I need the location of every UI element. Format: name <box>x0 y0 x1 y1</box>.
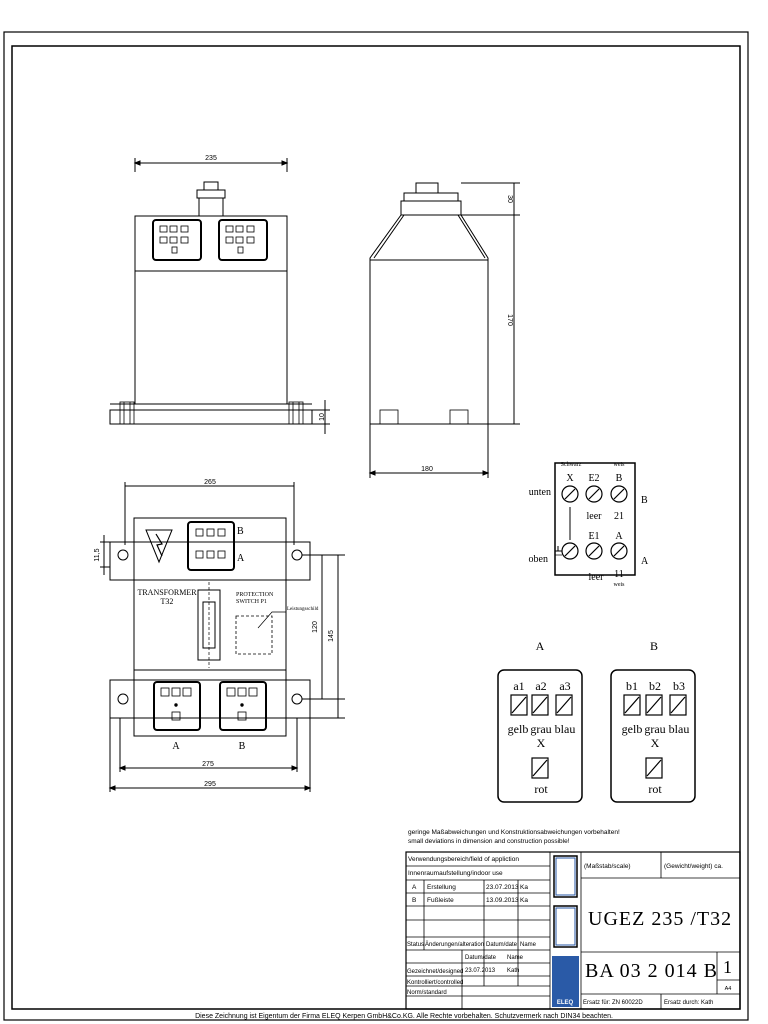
terminal-a-gelb: gelb <box>508 722 529 736</box>
dim-265: 265 <box>204 479 216 486</box>
tb-designed-name: Kath <box>507 968 519 974</box>
schematic-e1: E1 <box>588 531 599 542</box>
terminal-b-x: X <box>651 736 660 750</box>
protection-model: SWITCH P1 <box>236 599 267 605</box>
terminal-b3: b3 <box>673 679 685 693</box>
tb-rev-a-name: Ka <box>520 884 528 891</box>
schematic-weis-top: weis <box>614 462 626 468</box>
terminal-b1: b1 <box>626 679 638 693</box>
tb-sheet-number: 1 <box>723 957 733 977</box>
tb-col-name: Name <box>520 942 537 948</box>
title-block <box>405 851 741 1010</box>
schematic-leer-2: leer <box>589 572 605 583</box>
schematic-x: X <box>566 473 574 484</box>
terminal-b-heading: B <box>650 639 658 653</box>
tb-rev-b: B <box>412 897 416 904</box>
tb-field-header: Verwendungsbereich/field of appliction <box>408 856 519 863</box>
top-label-a: A <box>237 553 245 564</box>
tb-col-changes: Änderungen/alteration <box>425 941 484 948</box>
schematic-21: 21 <box>614 511 624 522</box>
schematic-a-top: A <box>615 531 623 542</box>
terminal-a3: a3 <box>559 679 570 693</box>
tb-rev-b-date: 13.09.2013 <box>486 897 519 904</box>
dim-11-5: 11,5 <box>94 548 101 561</box>
tb-controlled-label: Kontrolliert/controlled <box>407 980 463 986</box>
schematic-11: 11 <box>614 569 624 580</box>
transformer-label: TRANSFORMER <box>137 588 197 597</box>
tb-format: A4 <box>725 986 732 992</box>
side-view <box>368 182 520 478</box>
tb-designed-date: 23.07.2013 <box>465 968 496 974</box>
terminal-b2: b2 <box>649 679 661 693</box>
tb-standard-label: Norm/standard <box>407 990 447 996</box>
tb-weight-label: (Gewicht/weight) ca. <box>664 863 723 870</box>
eleq-logo: ELEQ <box>557 1000 574 1006</box>
top-view <box>100 482 345 792</box>
terminal-b-rot: rot <box>648 782 662 796</box>
terminal-a-rot: rot <box>534 782 548 796</box>
tb-col-status: Status <box>407 942 424 948</box>
schematic-right-b: B <box>641 495 648 506</box>
tb-replaces: Ersatz für: ZN 60022D <box>583 1000 643 1006</box>
schematic-schwarz: Schwarz <box>561 462 582 468</box>
leistungsschild-label: Leistungsschild <box>287 607 319 612</box>
protection-label: PROTECTION <box>236 592 274 598</box>
top-label-bottom-b: B <box>239 741 246 752</box>
tb-drawing-number: BA 03 2 014 B <box>585 960 718 982</box>
dim-235: 235 <box>205 155 217 162</box>
tb-scale-label: (Maßstab/scale) <box>584 863 631 870</box>
schematic-weis-bottom: weis <box>614 582 626 588</box>
note-line-1: geringe Maßabweichungen und Konstruktion… <box>408 829 620 836</box>
tb-rev-b-desc: Fußleiste <box>427 897 454 904</box>
terminal-box-a <box>497 669 583 803</box>
dim-180: 180 <box>421 466 433 473</box>
tb-col-name2: Name <box>507 955 524 961</box>
footer-ownership-notice: Diese Zeichnung ist Eigentum der Firma E… <box>195 1013 613 1020</box>
dim-120: 120 <box>312 621 319 633</box>
dim-145: 145 <box>328 630 335 642</box>
terminal-b-grau: grau <box>644 722 665 736</box>
inner-frame <box>11 45 741 1010</box>
tb-rev-b-name: Ka <box>520 897 528 904</box>
tb-designed-label: Gezeichnet/designed <box>407 969 463 975</box>
top-label-b: B <box>237 526 244 537</box>
tb-title: UGEZ 235 /T32 <box>588 908 732 930</box>
tb-replaced-by: Ersatz durch: Kath <box>664 1000 713 1006</box>
terminal-box-b <box>610 669 696 803</box>
terminal-b-gelb: gelb <box>622 722 643 736</box>
terminal-a-x: X <box>537 736 546 750</box>
dim-275: 275 <box>202 761 214 768</box>
tb-rev-a-desc: Erstellung <box>427 884 456 891</box>
schematic-right-a: A <box>641 556 649 567</box>
tb-col-date: Datum/date <box>486 942 518 948</box>
tb-col-date2: Datum/date <box>465 955 497 961</box>
dim-10: 10 <box>319 413 326 421</box>
terminal-a-blau: blau <box>555 722 576 736</box>
top-label-bottom-a: A <box>172 741 180 752</box>
terminal-b-blau: blau <box>669 722 690 736</box>
front-view <box>109 158 330 434</box>
outer-frame <box>3 31 749 1021</box>
terminal-a1: a1 <box>513 679 524 693</box>
schematic-box <box>554 462 636 576</box>
schematic-e2: E2 <box>588 473 599 484</box>
tb-rev-a-date: 23.07.2013 <box>486 884 519 891</box>
terminal-a-grau: grau <box>530 722 551 736</box>
schematic-unten: unten <box>529 487 551 498</box>
terminal-a-heading: A <box>536 639 545 653</box>
note-line-2: small deviations in dimension and constr… <box>408 838 570 845</box>
schematic-oben: oben <box>529 554 548 565</box>
dim-295: 295 <box>204 781 216 788</box>
dim-170: 170 <box>506 314 513 326</box>
tb-rev-a: A <box>412 884 417 891</box>
schematic-b-top: B <box>616 473 623 484</box>
transformer-model: T32 <box>161 597 174 606</box>
tb-field-value: Innenraumaufstellung/indoor use <box>408 870 503 877</box>
terminal-a2: a2 <box>535 679 546 693</box>
schematic-leer-1: leer <box>587 511 603 522</box>
dim-30: 30 <box>506 195 513 203</box>
